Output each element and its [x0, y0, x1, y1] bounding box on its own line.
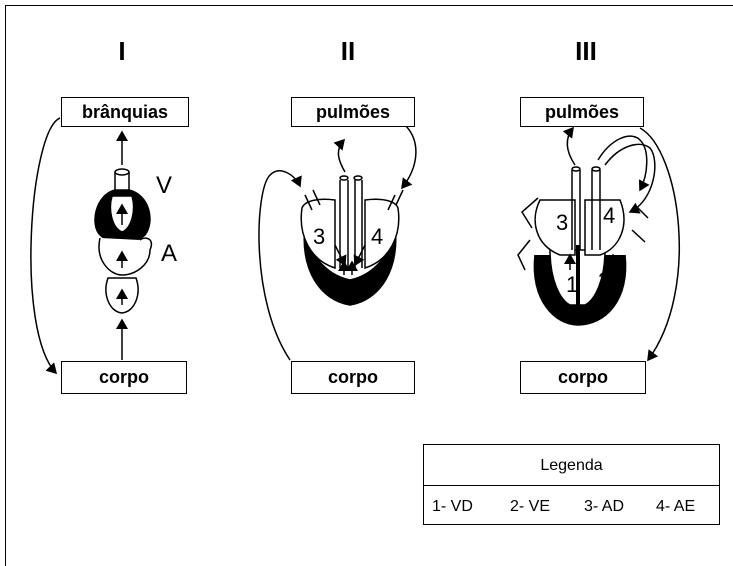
label-A: A — [161, 240, 177, 268]
numeral-III: III — [556, 36, 616, 67]
label-III-2: 2 — [598, 268, 610, 294]
numeral-II: II — [318, 36, 378, 67]
label-II-3: 3 — [313, 224, 325, 250]
bottom-box-corpo-III: corpo — [520, 361, 646, 394]
fish-heart — [31, 118, 151, 373]
legend-item-vd: 1- VD — [432, 498, 473, 516]
numeral-I: I — [92, 36, 152, 67]
top-box-pulmoes-II: pulmões — [291, 97, 415, 127]
legend-box: Legenda 1- VD 2- VE 3- AD 4- AE — [423, 444, 720, 525]
legend-item-ve: 2- VE — [510, 498, 550, 516]
three-chamber-heart — [259, 125, 416, 360]
label-V: V — [156, 172, 172, 200]
four-chamber-heart — [518, 128, 679, 360]
legend-title: Legenda — [424, 457, 719, 475]
bottom-box-corpo-II: corpo — [291, 361, 415, 394]
label-III-4: 4 — [603, 203, 615, 229]
top-box-branquias: brânquias — [61, 97, 189, 127]
label-III-1: 1 — [566, 272, 578, 298]
top-box-pulmoes-III: pulmões — [520, 97, 644, 127]
label-III-3: 3 — [556, 210, 568, 236]
legend-item-ae: 4- AE — [656, 498, 695, 516]
bottom-box-corpo-I: corpo — [61, 361, 187, 394]
legend-divider — [424, 485, 719, 486]
label-II-4: 4 — [371, 224, 383, 250]
legend-item-ad: 3- AD — [584, 498, 624, 516]
